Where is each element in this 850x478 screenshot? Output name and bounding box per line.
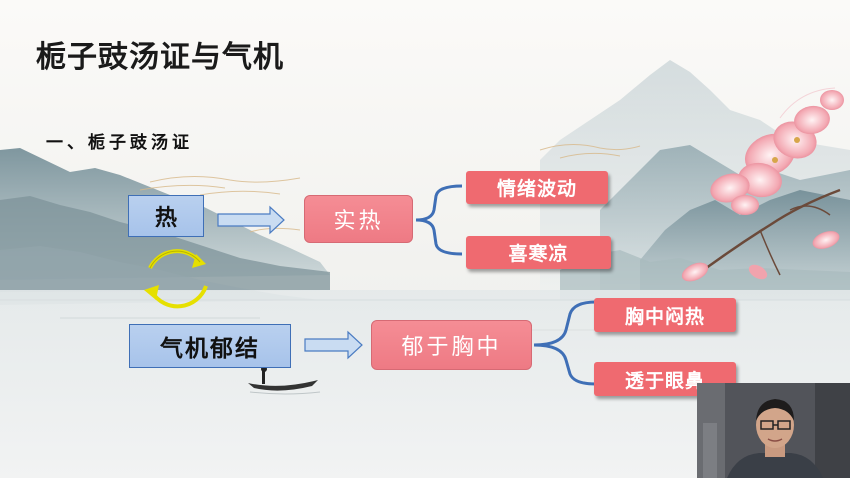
webcam-feed-illustration	[697, 383, 850, 478]
stagnation-in-chest-box: 郁于胸中	[371, 320, 532, 370]
qi-stagnation-box: 气机郁结	[129, 324, 291, 368]
branch-emotional-fluctuation: 情绪波动	[466, 171, 608, 204]
cycle-arrows	[144, 249, 208, 309]
excess-heat-box: 实热	[304, 195, 413, 243]
section-subtitle: 一、栀子豉汤证	[46, 133, 193, 153]
branch-prefers-cold: 喜寒凉	[466, 236, 611, 269]
brace-top-lower	[415, 218, 463, 256]
blossom-branch	[681, 87, 844, 282]
heat-box: 热	[128, 195, 204, 237]
branch-chest-heat: 胸中闷热	[594, 298, 736, 332]
arrow-qi-to-yuyu	[304, 330, 363, 360]
brace-top-upper	[415, 184, 463, 222]
brace-bottom-upper	[533, 300, 597, 347]
slide-title: 栀子豉汤证与气机	[36, 40, 284, 75]
brace-bottom-lower	[533, 343, 597, 386]
arrow-heat-to-shire	[217, 205, 285, 235]
presenter-webcam	[697, 383, 850, 478]
